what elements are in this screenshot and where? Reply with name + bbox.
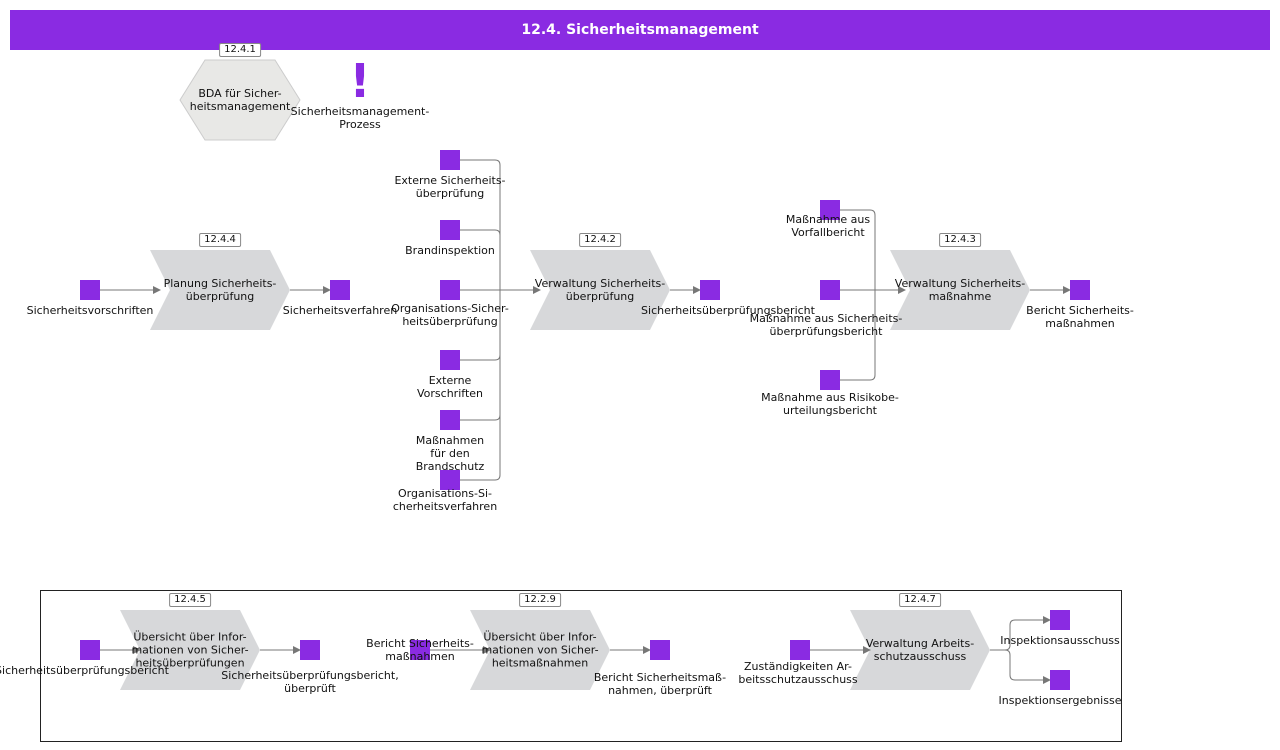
data-object [330, 280, 350, 300]
object-label: Inspektionsergebnisse [998, 694, 1122, 707]
object-label: Organisations-Sicher- heitsüberprüfung [391, 302, 509, 328]
data-object [80, 280, 100, 300]
group-frame [40, 590, 1122, 742]
data-object [440, 150, 460, 170]
process-tag-12-2-9: 12.2.9 [519, 593, 561, 607]
object-label: Sicherheitsverfahren [282, 304, 398, 317]
process-label-12-2-9: Übersicht über Infor- mationen von Siche… [481, 630, 599, 670]
process-shape-12-4-4 [150, 250, 290, 330]
process-shape-12-4-5 [120, 610, 260, 690]
object-label: Zuständigkeiten Ar- beitsschutzausschuss [738, 660, 858, 686]
process-shape-12-4-7 [850, 610, 990, 690]
data-object [440, 470, 460, 490]
process-tag-12-4-5: 12.4.5 [169, 593, 211, 607]
object-label: Sicherheitsüberprüfungsbericht [641, 304, 815, 317]
data-object [440, 280, 460, 300]
object-label: Maßnahme aus Risikobe- urteilungsbericht [761, 391, 899, 417]
process-label-12-4-4: Planung Sicherheits- überprüfung [163, 277, 277, 303]
data-object [1050, 670, 1070, 690]
object-label: Bericht Sicherheits- maßnahmen [366, 637, 474, 663]
object-label: Sicherheitsüberprüfungsbericht [0, 664, 169, 677]
data-object [440, 410, 460, 430]
object-label: Brandinspektion [405, 244, 495, 257]
data-object [440, 350, 460, 370]
process-shape-12-4-2 [530, 250, 670, 330]
object-label: Maßnahme aus Sicherheits- überprüfungsbe… [749, 312, 903, 338]
data-object [790, 640, 810, 660]
object-label: Organisations-Si- cherheitsverfahren [392, 487, 498, 513]
data-object [820, 280, 840, 300]
hexagon-tag: 12.4.1 [219, 43, 261, 57]
exclamation-icon: ! [349, 54, 371, 108]
data-object [820, 370, 840, 390]
data-object [700, 280, 720, 300]
data-object [440, 220, 460, 240]
process-label-12-4-2: Verwaltung Sicherheits- überprüfung [534, 277, 666, 303]
data-object [650, 640, 670, 660]
process-label-12-4-7: Verwaltung Arbeits- schutzausschuss [865, 637, 975, 663]
object-label: Bericht Sicherheitsmaß- nahmen, überprüf… [593, 671, 727, 697]
object-label: Maßnahmen für den Brandschutz [415, 434, 485, 473]
object-label: Externe Sicherheits- überprüfung [394, 174, 506, 200]
object-label: Externe Vorschriften [417, 374, 483, 400]
hexagon-label: BDA für Sicher- heitsmanagement [189, 87, 291, 113]
hexagon-shape [179, 59, 301, 141]
object-label: Sicherheitsüberprüfungsbericht, überprüf… [221, 669, 399, 695]
process-tag-12-4-7: 12.4.7 [899, 593, 941, 607]
data-object [820, 200, 840, 220]
data-object [300, 640, 320, 660]
exclamation-label: Sicherheitsmanagement- Prozess [290, 105, 430, 131]
process-shape-12-4-3 [890, 250, 1030, 330]
process-shape-12-2-9 [470, 610, 610, 690]
process-tag-12-4-3: 12.4.3 [939, 233, 981, 247]
process-tag-12-4-2: 12.4.2 [579, 233, 621, 247]
data-object [410, 640, 430, 660]
data-object [1050, 610, 1070, 630]
object-label: Maßnahme aus Vorfallbericht [785, 213, 871, 239]
data-object [80, 640, 100, 660]
object-label: Bericht Sicherheits- maßnahmen [1026, 304, 1134, 330]
process-tag-12-4-4: 12.4.4 [199, 233, 241, 247]
data-object [1070, 280, 1090, 300]
process-label-12-4-5: Übersicht über Infor- mationen von Siche… [131, 630, 249, 670]
process-label-12-4-3: Verwaltung Sicherheits- maßnahme [894, 277, 1026, 303]
object-label: Inspektionsausschuss [1000, 634, 1120, 647]
object-label: Sicherheitsvorschriften [26, 304, 154, 317]
